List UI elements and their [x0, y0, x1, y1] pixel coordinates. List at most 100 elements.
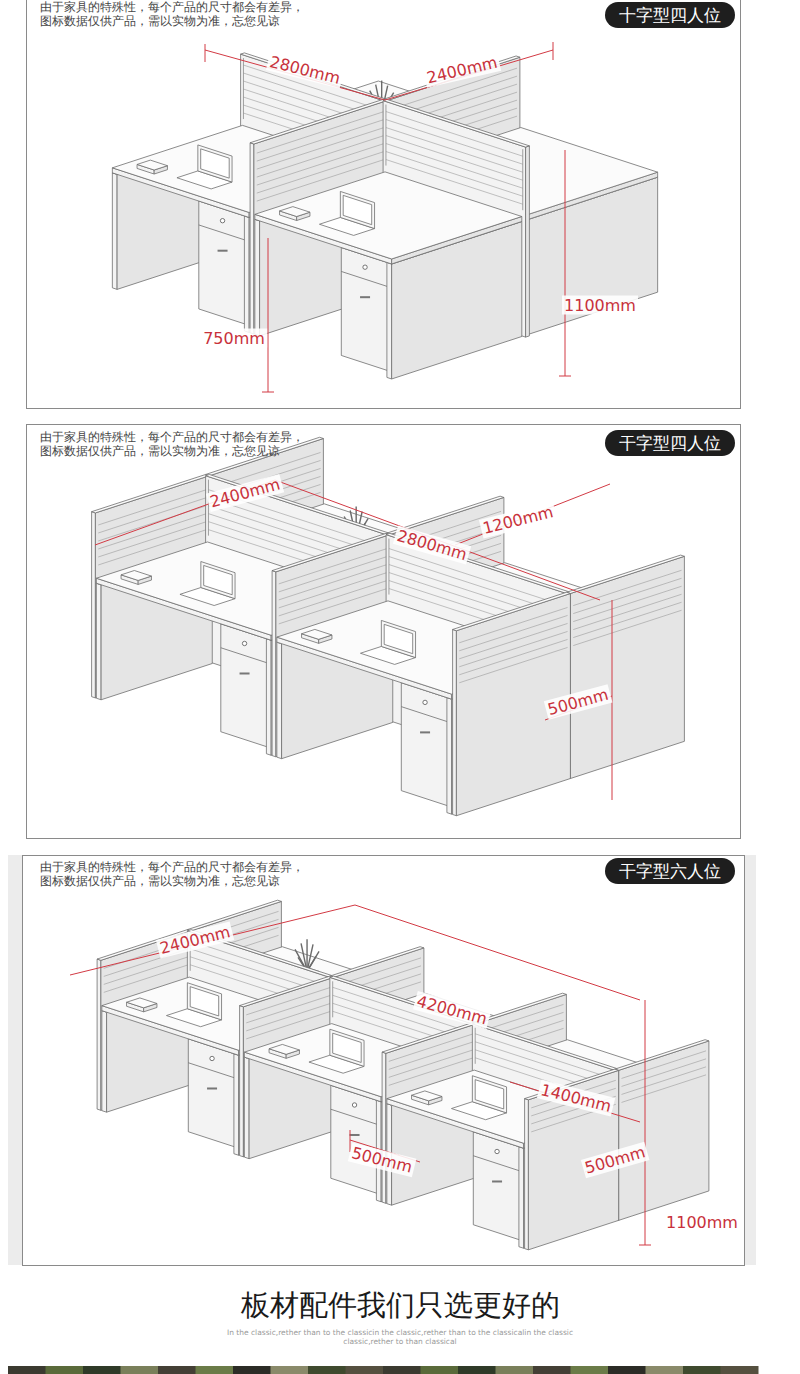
drawer-handle	[207, 1087, 217, 1089]
furniture-face	[473, 1132, 521, 1241]
furniture-face	[266, 639, 271, 756]
photo-patch	[46, 1366, 84, 1374]
photo-patch	[121, 1366, 159, 1374]
furniture-face	[401, 683, 449, 807]
furniture-line	[331, 1109, 379, 1125]
furniture-face	[302, 629, 332, 639]
furniture-line	[573, 594, 681, 629]
furniture-face	[234, 1054, 239, 1156]
furniture-line	[385, 105, 386, 166]
dimension-line	[205, 50, 385, 100]
photo-patch	[158, 1366, 196, 1374]
furniture-face	[199, 201, 247, 325]
dimension-line	[553, 42, 554, 60]
furniture-face	[221, 624, 268, 748]
furniture-face	[244, 1057, 249, 1159]
furniture-line	[257, 128, 384, 170]
furniture-line	[573, 602, 681, 637]
photo-patch	[683, 1366, 721, 1374]
tag-text: 十字型四人位	[619, 4, 721, 26]
furniture-face	[472, 1076, 506, 1113]
furniture-face	[387, 262, 392, 379]
panel-frames	[8, 0, 756, 1266]
photo-patch	[496, 1366, 534, 1374]
furniture-face	[519, 1147, 524, 1249]
furniture-line	[279, 549, 387, 584]
furniture-line	[522, 149, 523, 210]
dimension-line	[565, 150, 566, 376]
furniture-line	[246, 995, 331, 1023]
photo-patch	[721, 1366, 759, 1374]
title-text: 板材配件我们只选更好的	[241, 1287, 560, 1323]
furniture-line	[475, 1028, 476, 1064]
furniture-face	[92, 512, 96, 698]
furniture-face	[453, 592, 571, 630]
furniture-line	[188, 1063, 236, 1079]
dimension-line	[70, 905, 355, 975]
furniture-line	[622, 1075, 707, 1103]
furniture-line	[573, 586, 681, 621]
side-strip	[8, 855, 22, 1265]
tag-text: 干字型六人位	[619, 860, 721, 882]
subtitle-label: In the classic,rether than to the classi…	[210, 1328, 590, 1346]
photo-patch	[196, 1366, 234, 1374]
furniture-face	[96, 583, 101, 700]
label-text: 750mm	[201, 329, 267, 348]
dimension-line	[559, 376, 571, 377]
photo-patch	[646, 1366, 684, 1374]
furniture-face	[240, 1006, 244, 1157]
drawer-lock	[210, 1056, 214, 1060]
drawer-handle	[420, 731, 430, 733]
label-text: 由于家具的特殊性，每个产品的尺寸都会有差异， 图标数据仅供产品，需以实物为准，忘…	[40, 430, 312, 458]
workstation-drawing	[112, 53, 657, 379]
furniture-face	[277, 642, 282, 759]
furniture-line	[98, 490, 206, 525]
furniture-line	[279, 557, 387, 592]
furniture-face	[240, 976, 334, 1007]
furniture-face	[384, 624, 413, 653]
furniture-face	[206, 474, 390, 534]
furniture-line	[221, 648, 268, 664]
dimension-line	[275, 480, 600, 600]
section-title: 板材配件我们只选更好的	[241, 1287, 560, 1323]
furniture-line	[257, 112, 384, 154]
dimension-line	[645, 1000, 646, 1245]
furniture-face	[525, 1099, 529, 1250]
furniture-line	[401, 707, 449, 723]
furniture-face	[343, 195, 372, 224]
furniture-face	[382, 1023, 476, 1054]
furniture-line	[389, 1042, 474, 1070]
furniture-line	[622, 1051, 707, 1079]
furniture-face	[250, 99, 387, 144]
furniture-line	[279, 565, 387, 600]
photo-patch	[421, 1366, 459, 1374]
photo-patch	[233, 1366, 271, 1374]
furniture-face	[188, 1039, 236, 1148]
furniture-line	[246, 987, 331, 1015]
furniture-face	[244, 216, 249, 333]
photo-strip	[8, 1366, 759, 1374]
dimension-label: 1100mm	[562, 296, 638, 315]
side-strip	[744, 855, 756, 1265]
drawer-lock	[220, 218, 224, 222]
label-text: In the classic,rether than to the classi…	[210, 1328, 590, 1346]
label-text: 由于家具的特殊性，每个产品的尺寸都会有差异， 图标数据仅供产品，需以实物为准，忘…	[40, 860, 312, 888]
tag-text: 干字型四人位	[619, 432, 721, 454]
furniture-face	[475, 1080, 504, 1109]
furniture-face	[447, 698, 452, 815]
furniture-line	[475, 1034, 612, 1079]
furniture-line	[386, 112, 523, 157]
drawer-lock	[495, 1149, 499, 1153]
drawer-lock	[363, 265, 367, 269]
furniture-face	[121, 571, 151, 581]
panel-frame	[27, 0, 741, 409]
furniture-line	[473, 1156, 521, 1172]
photo-patch	[308, 1366, 346, 1374]
layout-tag: 干字型六人位	[605, 858, 735, 884]
furniture-face	[198, 145, 232, 182]
photo-patch	[608, 1366, 646, 1374]
furniture-line	[98, 514, 206, 549]
workstation-drawing	[92, 437, 685, 815]
furniture-line	[199, 225, 247, 241]
dimension-lines	[70, 42, 651, 1245]
